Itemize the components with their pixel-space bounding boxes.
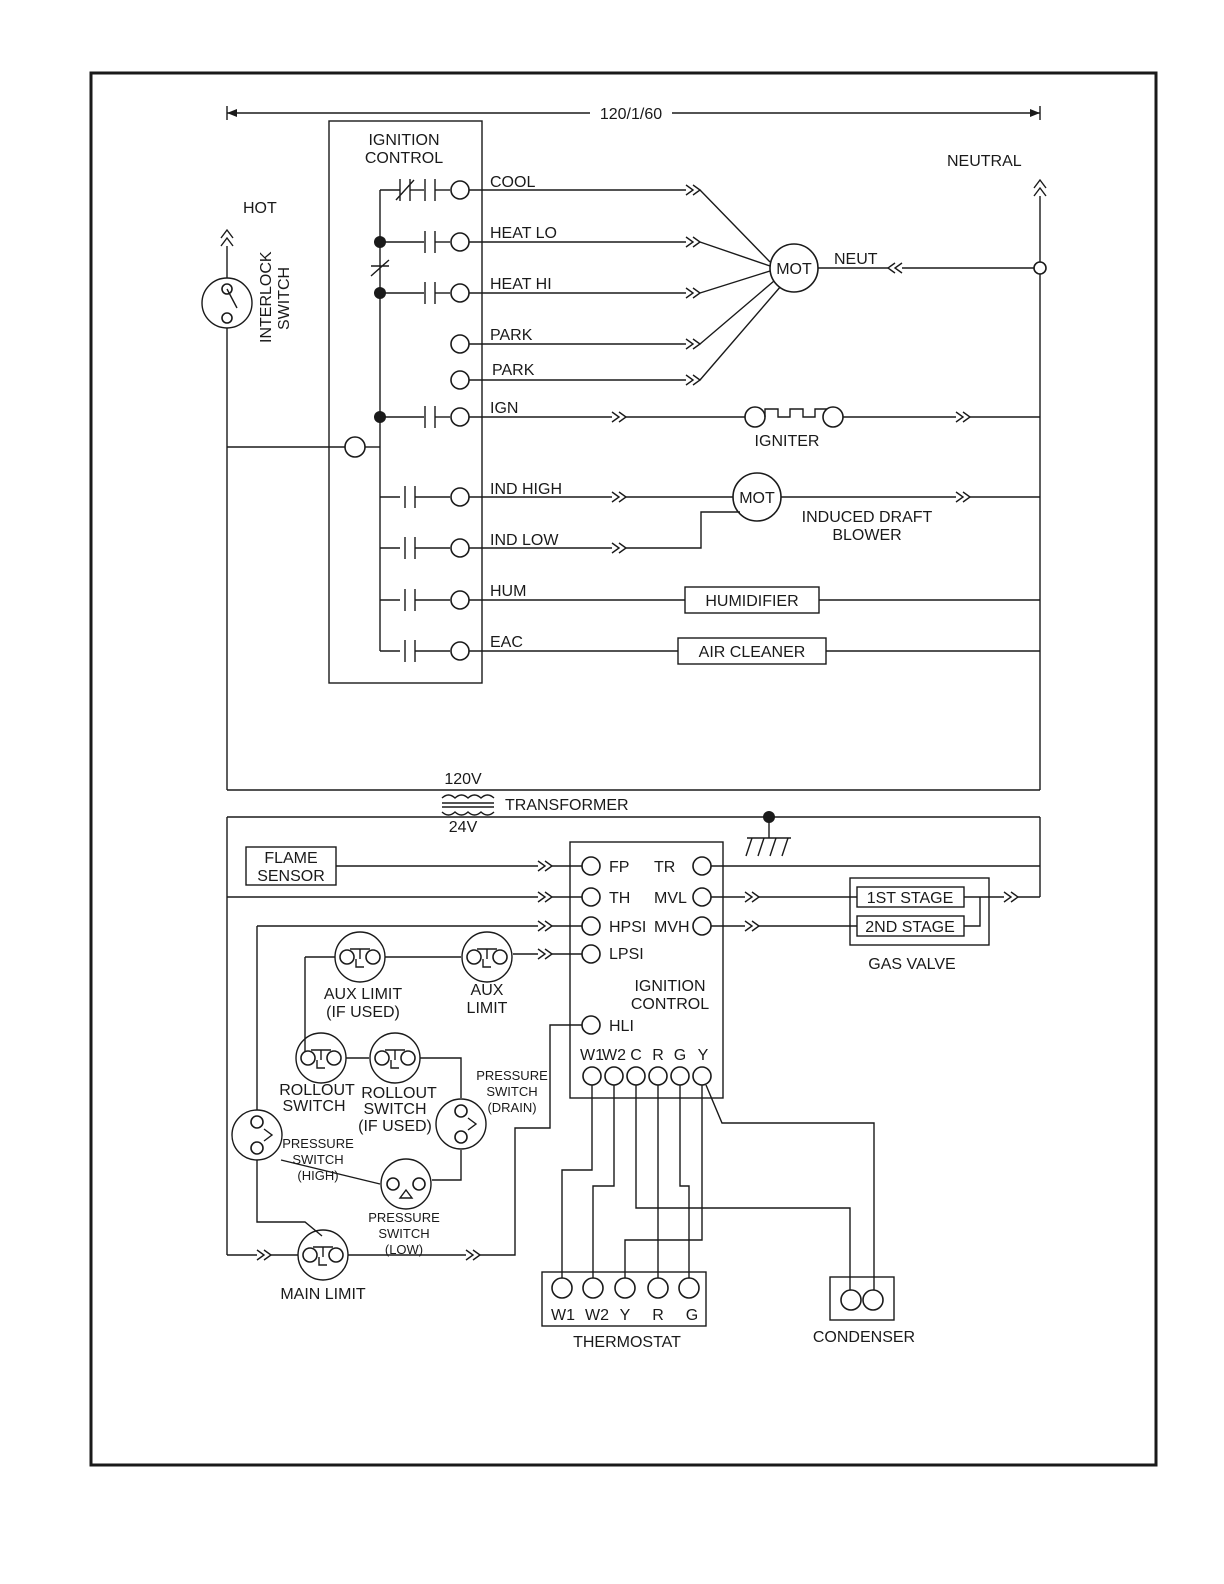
term-hli: HLI <box>609 1018 634 1035</box>
output-cool: COOL <box>490 174 535 191</box>
term-lpsi: LPSI <box>609 946 644 963</box>
gas-valve-label: GAS VALVE <box>868 956 955 973</box>
output-ind-low: IND LOW <box>490 532 559 549</box>
tstat-r: R <box>652 1307 664 1324</box>
gas-valve-box <box>849 877 990 946</box>
output-hum: HUM <box>490 583 526 600</box>
air-cleaner-label: AIR CLEANER <box>699 644 806 661</box>
tstat-w1: W1 <box>551 1307 575 1324</box>
aux-limit-if-used <box>334 931 386 983</box>
term-fp: FP <box>609 859 629 876</box>
pressure-switch-high <box>231 1109 283 1161</box>
transformer-label: TRANSFORMER <box>505 797 629 814</box>
condenser-label: CONDENSER <box>813 1329 915 1346</box>
hot-connector-icon <box>220 228 234 247</box>
thermostat-box <box>541 1271 707 1327</box>
thermostat-label: THERMOSTAT <box>573 1334 681 1351</box>
neutral-connector-icon <box>1033 178 1047 197</box>
main-limit-label: MAIN LIMIT <box>280 1286 366 1303</box>
pressure-switch-drain <box>435 1098 487 1150</box>
lv-term-r: R <box>652 1047 664 1064</box>
low-voltage-section: FLAME SENSOR FP TH HPSI LPSI HLI TR MVL <box>226 811 1041 1351</box>
interlock-label-1: INTERLOCK <box>258 251 275 343</box>
transformer <box>441 794 495 816</box>
aux-limit-1: AUX <box>471 982 504 999</box>
flame-sensor-line-1: FLAME <box>264 850 317 867</box>
rollout-if-used-3: (IF USED) <box>358 1118 432 1135</box>
output-heat-hi: HEAT HI <box>490 276 552 293</box>
aux-limit-if-used-2: (IF USED) <box>326 1004 400 1021</box>
aux-limit-2: LIMIT <box>467 1000 508 1017</box>
tstat-g: G <box>686 1307 698 1324</box>
line-voltage-section: 120/1/60 HOT NEUTRAL INTERLOCK SWITCH IG… <box>201 106 1047 791</box>
output-park-2: PARK <box>492 362 535 379</box>
pressure-drain-2: SWITCH <box>486 1084 537 1099</box>
rollout-switch-if-used <box>369 1032 421 1084</box>
rollout-2: SWITCH <box>282 1098 345 1115</box>
line-control-title-2: CONTROL <box>365 150 443 167</box>
pressure-low-3: (LOW) <box>385 1242 423 1257</box>
ground-icon <box>745 837 789 857</box>
tstat-w2: W2 <box>585 1307 609 1324</box>
supply-voltage-label: 120/1/60 <box>600 106 662 123</box>
lv-control-title-2: CONTROL <box>631 996 709 1013</box>
control-hot-terminal <box>344 436 366 458</box>
interlock-label-2: SWITCH <box>276 267 293 330</box>
term-hpsi: HPSI <box>609 919 646 936</box>
neut-label: NEUT <box>834 251 878 268</box>
neutral-label: NEUTRAL <box>947 153 1022 170</box>
lv-term-g: G <box>674 1047 686 1064</box>
pressure-drain-3: (DRAIN) <box>487 1100 536 1115</box>
tstat-y: Y <box>620 1307 631 1324</box>
term-mvh: MVH <box>654 919 690 936</box>
rollout-switch <box>295 1032 347 1084</box>
pressure-low-2: SWITCH <box>378 1226 429 1241</box>
igniter-label: IGNITER <box>755 433 820 450</box>
aux-limit <box>461 931 513 983</box>
output-ign: IGN <box>490 400 518 417</box>
pressure-high-3: (HIGH) <box>297 1168 338 1183</box>
output-heat-lo: HEAT LO <box>490 225 557 242</box>
gas-valve-stage-1: 1ST STAGE <box>867 890 954 907</box>
line-control-title-1: IGNITION <box>368 132 439 149</box>
lv-term-y: Y <box>698 1047 709 1064</box>
aux-limit-if-used-1: AUX LIMIT <box>324 986 402 1003</box>
blower-motor-label: MOT <box>776 261 812 278</box>
output-park-1: PARK <box>490 327 533 344</box>
page-frame <box>89 71 1158 1467</box>
lv-term-c: C <box>630 1047 642 1064</box>
interlock-switch <box>201 277 253 329</box>
term-th: TH <box>609 890 630 907</box>
hot-label: HOT <box>243 200 277 217</box>
inducer-label-2: BLOWER <box>832 527 901 544</box>
lv-control-title-1: IGNITION <box>634 978 705 995</box>
output-eac: EAC <box>490 634 523 651</box>
pressure-high-2: SWITCH <box>292 1152 343 1167</box>
lv-term-w1: W1 <box>580 1047 604 1064</box>
pressure-high-1: PRESSURE <box>282 1136 354 1151</box>
igniter-icon <box>744 406 844 428</box>
term-tr: TR <box>654 859 675 876</box>
rollout-if-used-1: ROLLOUT <box>361 1085 437 1102</box>
pressure-switch-low <box>380 1158 432 1210</box>
gas-valve-stage-2: 2ND STAGE <box>865 919 955 936</box>
lv-term-w2: W2 <box>602 1047 626 1064</box>
inducer-label-1: INDUCED DRAFT <box>802 509 933 526</box>
transformer-primary: 120V <box>444 771 482 788</box>
humidifier-label: HUMIDIFIER <box>705 593 798 610</box>
term-mvl: MVL <box>654 890 687 907</box>
flame-sensor-line-2: SENSOR <box>257 868 325 885</box>
pressure-low-1: PRESSURE <box>368 1210 440 1225</box>
pressure-drain-1: PRESSURE <box>476 1068 548 1083</box>
rollout-1: ROLLOUT <box>279 1082 355 1099</box>
inducer-motor-label: MOT <box>739 490 775 507</box>
condenser-box <box>829 1276 895 1321</box>
line-ignition-control-box <box>328 120 483 684</box>
low-voltage-control-box <box>569 841 724 1099</box>
transformer-secondary: 24V <box>449 819 478 836</box>
output-ind-high: IND HIGH <box>490 481 562 498</box>
rollout-if-used-2: SWITCH <box>363 1101 426 1118</box>
main-limit <box>297 1229 349 1281</box>
